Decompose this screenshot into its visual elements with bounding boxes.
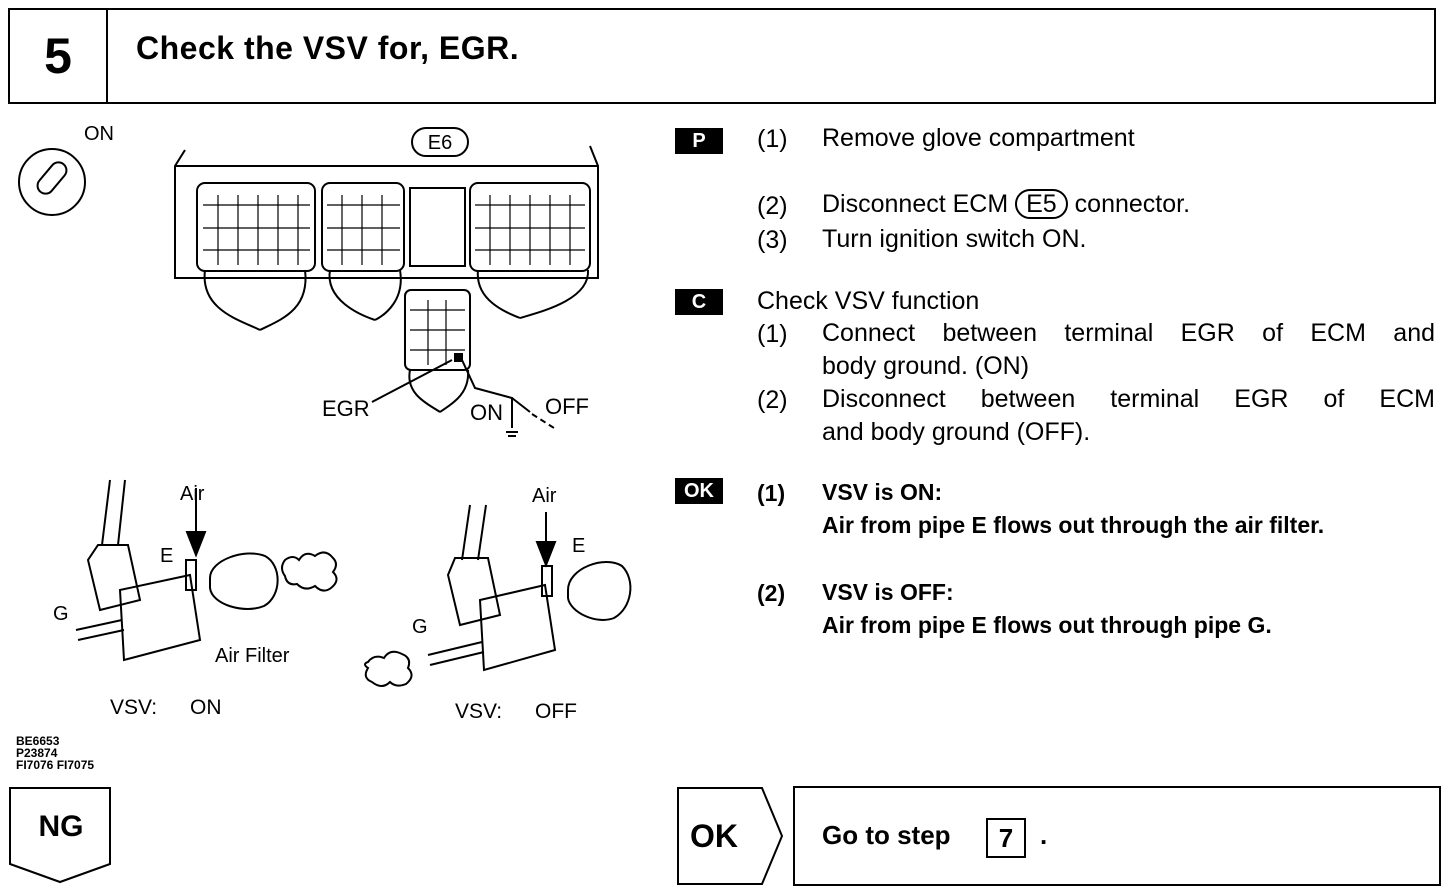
check-step-line: and body ground (OFF). bbox=[822, 418, 1091, 446]
vsv-off-caption-label: VSV: bbox=[455, 700, 502, 723]
ok-result-line: VSV is OFF: bbox=[822, 579, 954, 605]
page-title: Check the VSV for, EGR. bbox=[136, 30, 520, 66]
ok-result-step-number: (2) bbox=[757, 580, 786, 606]
ok-label: OK bbox=[690, 818, 738, 854]
prep-step-number: (1) bbox=[757, 125, 788, 153]
connector-e5-badge: E5 bbox=[1015, 189, 1068, 219]
prep-tag: P bbox=[675, 128, 723, 154]
vsv-on-diagram bbox=[75, 479, 338, 662]
ok-branch-marker bbox=[677, 787, 784, 885]
goto-box bbox=[793, 786, 1441, 886]
check-title: Check VSV function bbox=[757, 287, 980, 315]
illustration-panel: ON E6 bbox=[18, 123, 632, 723]
reference-code: P23874 bbox=[16, 746, 58, 760]
step-header: 5 bbox=[8, 8, 1436, 104]
vsv-on-caption-state: ON bbox=[190, 696, 222, 719]
goto-step-link[interactable]: 7 bbox=[986, 818, 1026, 858]
goto-period: . bbox=[1040, 820, 1048, 850]
vsv-off-pipe-e-label: E bbox=[572, 535, 585, 557]
reference-code: BE6653 bbox=[16, 734, 60, 748]
switch-off-state-label: OFF bbox=[545, 394, 589, 419]
ok-result-line: VSV is ON: bbox=[822, 479, 943, 505]
switch-on-label: ON bbox=[84, 123, 114, 145]
prep-step-text: Turn ignition switch ON. bbox=[822, 225, 1087, 253]
connector-e6-label: E6 bbox=[428, 132, 452, 154]
reference-code: FI7076 FI7075 bbox=[16, 758, 95, 772]
vsv-on-pipe-g-label: G bbox=[53, 603, 69, 625]
prep-step-text: Disconnect ECM E5 connector. bbox=[822, 189, 1191, 219]
ng-branch-marker bbox=[9, 787, 111, 884]
vsv-on-air-filter-label: Air Filter bbox=[215, 645, 290, 667]
check-step-line: Connect between terminal EGR of ECM and bbox=[822, 319, 1435, 347]
vsv-on-pipe-e-label: E bbox=[160, 545, 173, 567]
vsv-off-diagram bbox=[364, 504, 632, 687]
ok-result-step-number: (1) bbox=[757, 480, 786, 506]
check-tag: C bbox=[675, 289, 723, 315]
check-step-number: (1) bbox=[757, 320, 788, 348]
prep-step-number: (3) bbox=[757, 226, 788, 254]
check-step-line: body ground. (ON) bbox=[822, 352, 1030, 380]
ng-label: NG bbox=[38, 810, 84, 843]
step-number: 5 bbox=[10, 10, 108, 102]
ok-result-tag: OK bbox=[675, 478, 723, 504]
vsv-off-air-label: Air bbox=[532, 485, 557, 507]
ecm-connector-diagram: E6 bbox=[174, 127, 599, 437]
vsv-off-caption-state: OFF bbox=[535, 700, 577, 723]
ok-result-line: Air from pipe E flows out through pipe G… bbox=[822, 612, 1272, 638]
goto-text: Go to step bbox=[822, 820, 951, 850]
ignition-switch-icon bbox=[18, 148, 86, 216]
ok-result-line: Air from pipe E flows out through the ai… bbox=[822, 512, 1325, 538]
vsv-off-pipe-g-label: G bbox=[412, 616, 428, 638]
prep-step-number: (2) bbox=[757, 192, 788, 220]
prep-step-text: Remove glove compartment bbox=[822, 124, 1135, 152]
check-step-number: (2) bbox=[757, 386, 788, 414]
switch-on-state-label: ON bbox=[470, 400, 503, 425]
vsv-on-air-label: Air bbox=[180, 483, 205, 505]
check-step-line: Disconnect between terminal EGR of ECM bbox=[822, 385, 1435, 413]
egr-terminal-label: EGR bbox=[322, 396, 370, 421]
vsv-on-caption-label: VSV: bbox=[110, 696, 157, 719]
